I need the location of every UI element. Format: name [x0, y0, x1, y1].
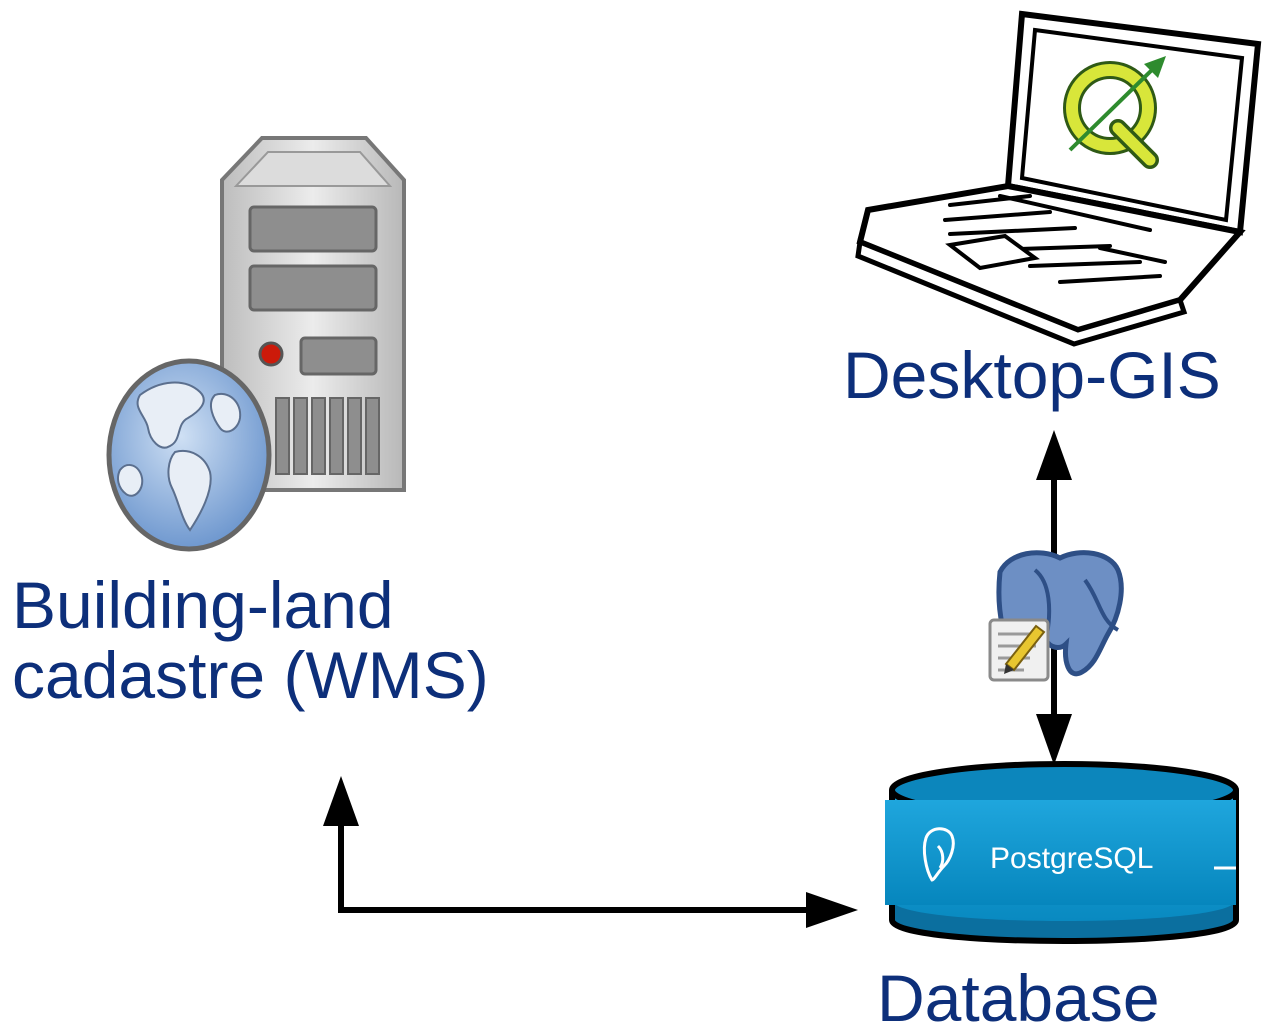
globe-icon	[106, 358, 272, 552]
postgresql-brand-text: PostgreSQL	[990, 842, 1153, 875]
laptop-icon	[855, 10, 1262, 347]
database-label: Database	[877, 961, 1160, 1035]
wms-label-line2: cadastre (WMS)	[12, 638, 489, 712]
server-icon	[220, 136, 406, 492]
desktop-gis-label: Desktop-GIS	[843, 338, 1221, 412]
arrow-wms-database	[323, 776, 858, 928]
editor-document-icon	[988, 618, 1050, 682]
postgresql-logo-icon	[922, 827, 955, 882]
wms-server-label: Building-land cadastre (WMS)	[12, 570, 489, 710]
wms-label-line1: Building-land	[12, 568, 394, 642]
qgis-logo-icon	[1063, 56, 1166, 169]
database-cylinder-icon: PostgreSQL	[885, 761, 1239, 944]
